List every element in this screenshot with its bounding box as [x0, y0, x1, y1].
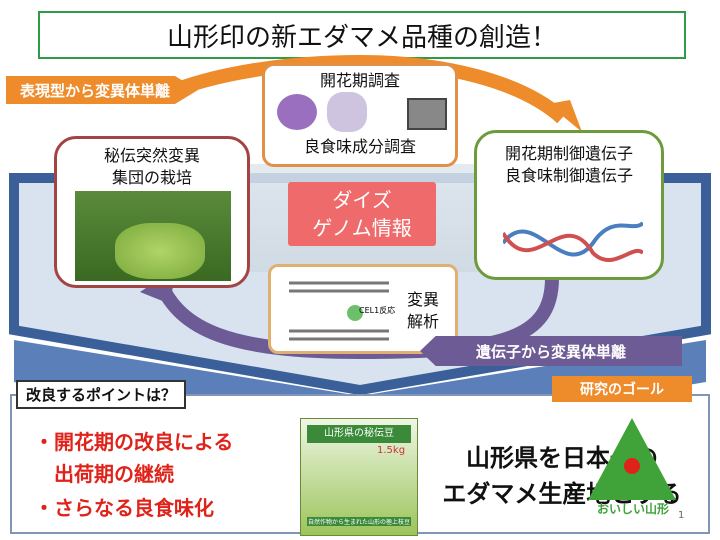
genome-info-label: ダイズ ゲノム情報 [288, 182, 436, 246]
point-1-cont: 出荷期の継続 [54, 462, 174, 486]
cel1-diagram [289, 281, 389, 341]
dna-helix-icon [503, 221, 643, 262]
logo-text: おいしい山形 [596, 502, 669, 516]
page-title: 山形印の新エダマメ品種の創造！ [166, 22, 557, 53]
genes-line2: 良食味制御遺伝子 [504, 166, 633, 185]
mutation-box: CEL1反応 変異 解析 [268, 264, 458, 354]
gene-arrow-text: 遺伝子から変異体単離 [475, 342, 626, 361]
cultivation-line1: 秘伝突然変異 [103, 146, 200, 165]
page-number: 1 [678, 510, 685, 521]
oishii-yamagata-logo [588, 418, 676, 500]
gene-arrow-label: 遺伝子から変異体単離 [420, 336, 682, 366]
mutation-line1: 変異 [406, 290, 439, 309]
product-banner: 山形県の秘伝豆 [307, 425, 411, 443]
genome-line1: ダイズ [332, 188, 392, 212]
genome-line2: ゲノム情報 [312, 216, 412, 240]
genes-box: 開花期制御遺伝子 良食味制御遺伝子 [474, 130, 664, 280]
product-footer: 自然作物から生まれた山形の極上枝豆 [307, 517, 411, 526]
flower-photo-2 [327, 92, 367, 132]
edamame-basket-photo [115, 223, 205, 279]
goal-tag: 研究のゴール [552, 376, 692, 402]
survey-box: 開花期調査 良食味成分調査 [262, 63, 458, 167]
point-2: ・さらなる良食味化 [34, 496, 214, 520]
flower-photo [277, 94, 317, 130]
improve-points-tag: 改良するポイントは？ [16, 380, 187, 409]
cel1-label: CEL1反応 [359, 306, 396, 315]
phenotype-arrow-text: 表現型から変異体単離 [20, 81, 171, 100]
survey-line1: 開花期調査 [319, 71, 400, 90]
survey-line2: 良食味成分調査 [303, 137, 416, 156]
cultivation-box: 秘伝突然変異 集団の栽培 [54, 136, 250, 288]
analyzer-icon [407, 98, 447, 130]
point-1: ・開花期の改良による [34, 430, 234, 454]
mutation-line2: 解析 [406, 312, 439, 331]
cultivation-line2: 集団の栽培 [111, 168, 192, 187]
phenotype-arrow-label: 表現型から変異体単離 [6, 76, 199, 104]
product-package-image: 山形県の秘伝豆 1.5kg 自然作物から生まれた山形の極上枝豆 [300, 418, 418, 536]
product-weight: 1.5kg [377, 445, 406, 456]
genes-line1: 開花期制御遺伝子 [504, 144, 633, 163]
